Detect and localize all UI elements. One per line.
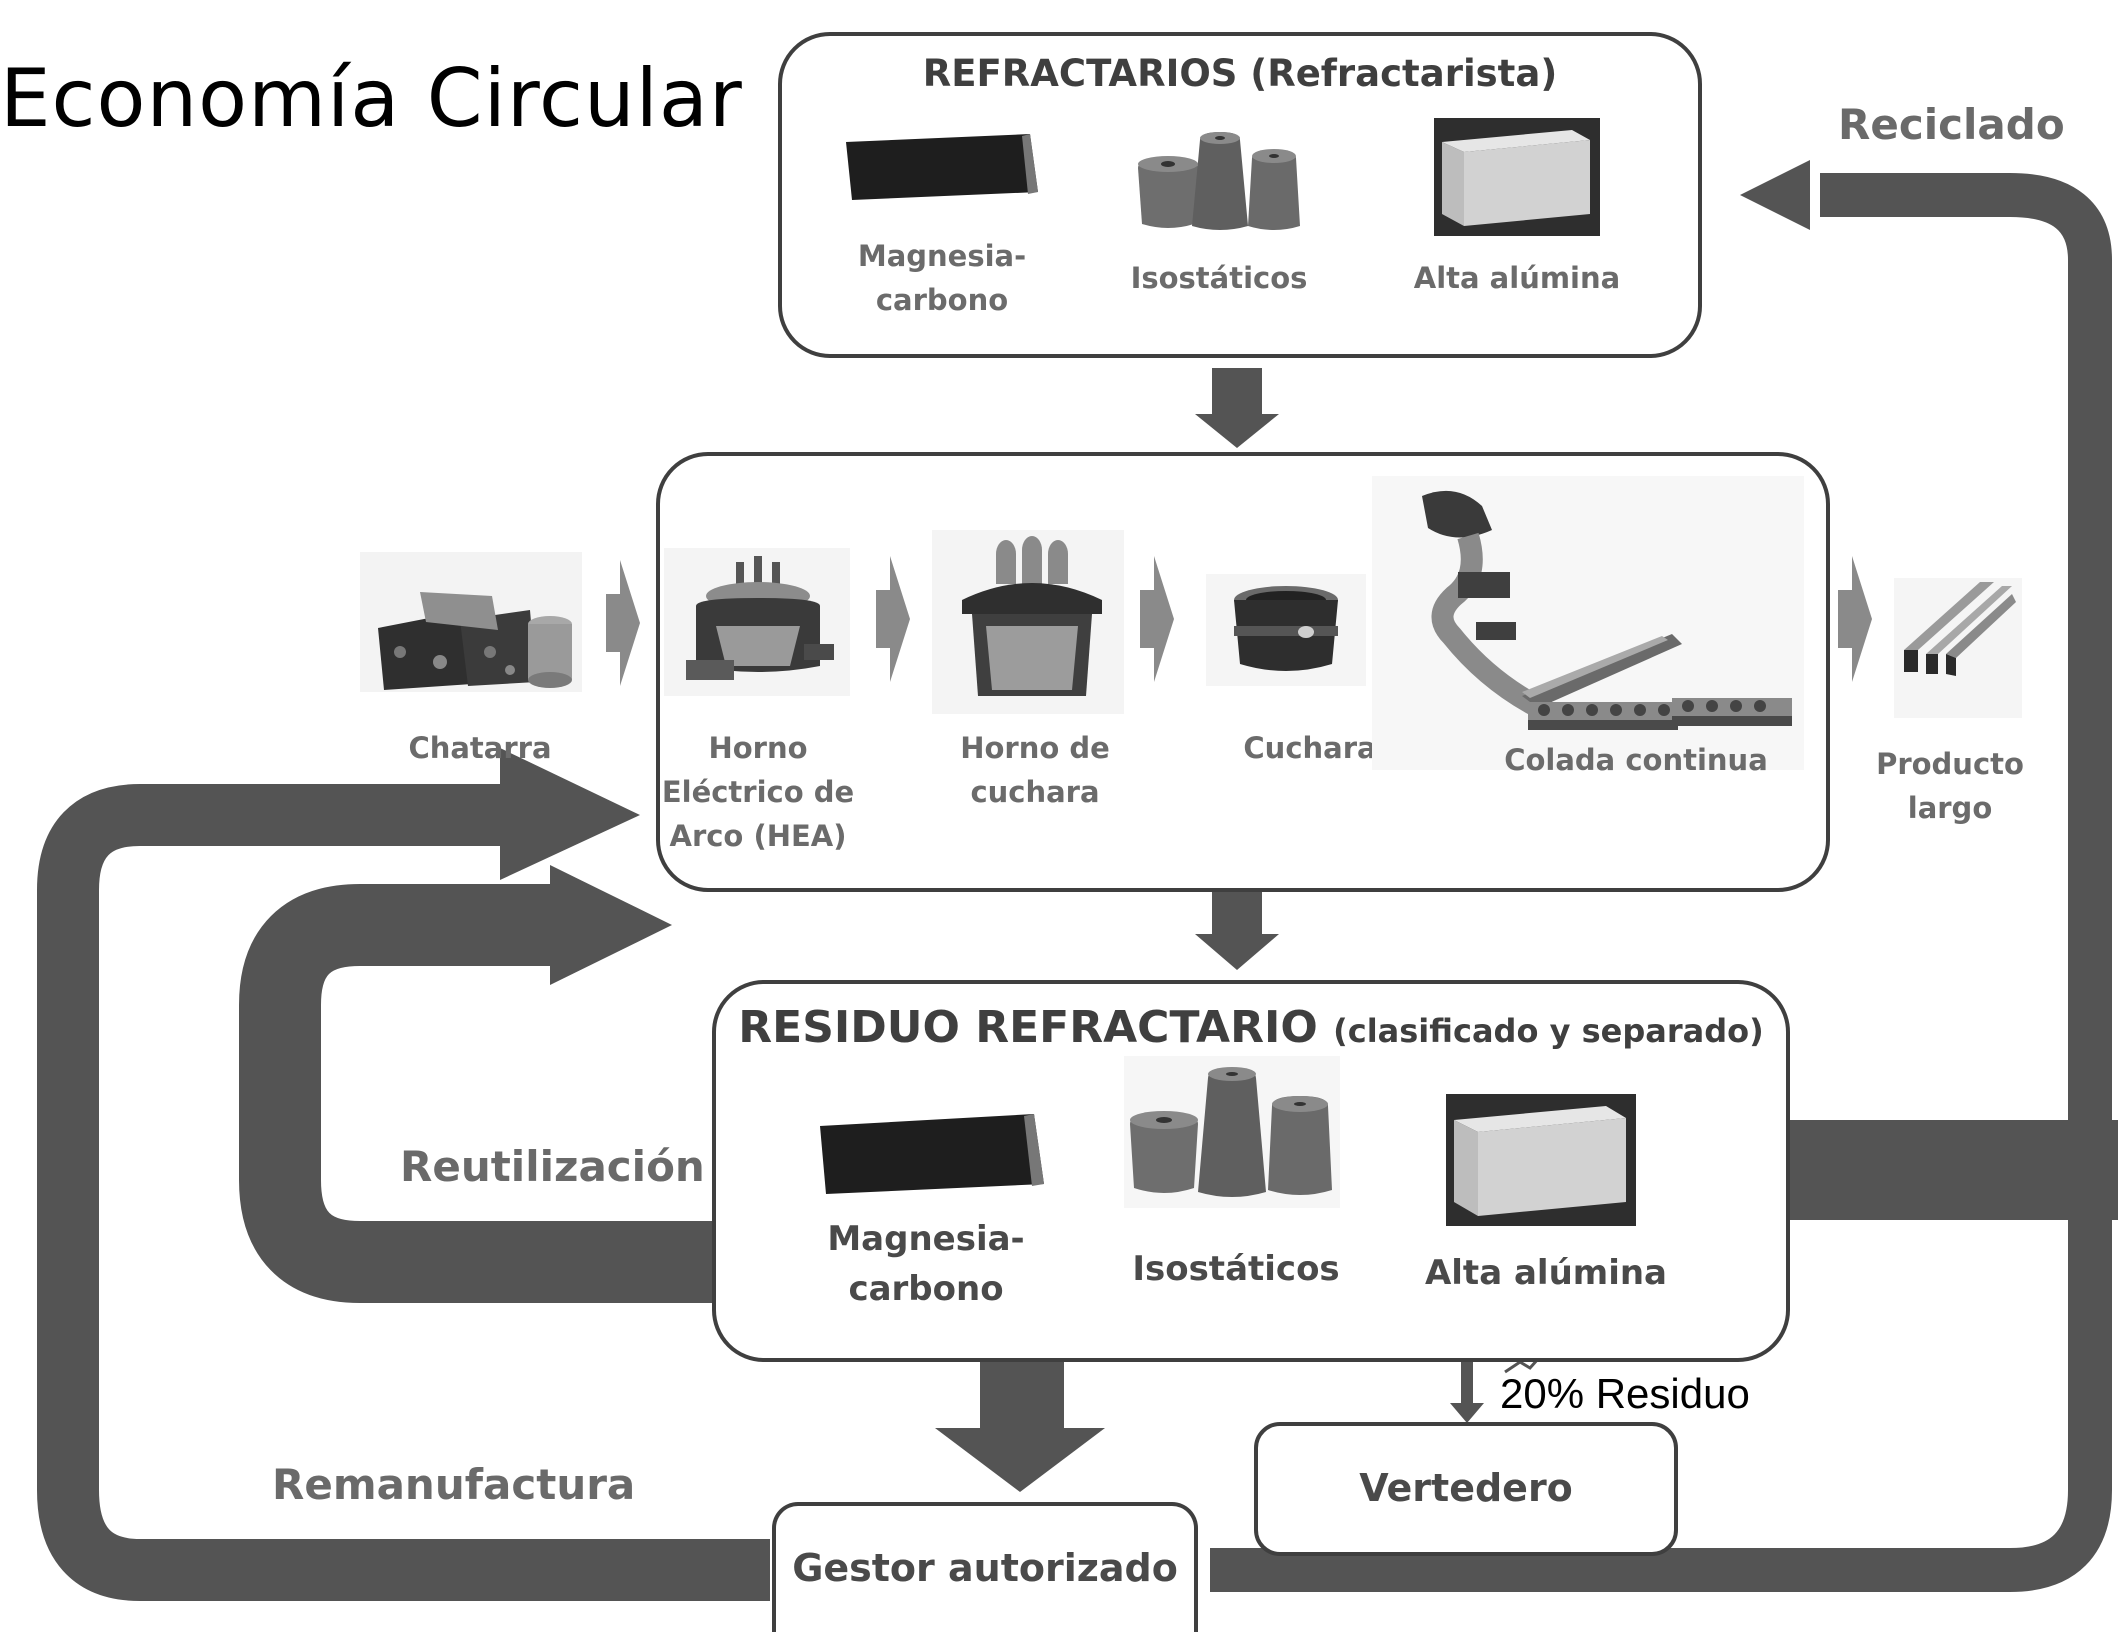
remanufactura-flow-band: [37, 784, 770, 1601]
reciclado-arrowhead: [1740, 160, 1810, 230]
isostatic-parts-icon: [1134, 128, 1304, 236]
down-arrow-gestor-head: [935, 1428, 1105, 1492]
long-product-icon: [1894, 578, 2022, 718]
high-alumina-brick-icon: [1434, 118, 1600, 236]
vertedero-label: Vertedero: [1359, 1466, 1573, 1510]
ladle-furnace-icon: [932, 530, 1124, 714]
chatarra-label: Chatarra: [408, 731, 552, 765]
ladle-furnace-label: Horno de cuchara: [960, 731, 1110, 809]
down-arrow-2-head: [1195, 934, 1279, 970]
process-arrow-1: [606, 560, 640, 690]
waste-to-recycle-band: [1780, 1120, 2118, 1220]
down-arrow-2-shaft: [1212, 892, 1262, 940]
reciclado-flow-band: [1210, 173, 2112, 1592]
isostatic-parts-icon: [1124, 1056, 1340, 1208]
vertedero-box: Vertedero: [1254, 1422, 1678, 1556]
colada-label: Colada continua: [1504, 743, 1768, 777]
page-title: Economía Circular: [0, 52, 743, 145]
cuchara-label: Cuchara: [1243, 731, 1377, 765]
process-arrow-2: [876, 556, 910, 686]
reutilizacion-arrowhead: [550, 865, 672, 985]
reutilizacion-label: Reutilización: [400, 1142, 705, 1191]
waste-item-2-label: Isostáticos: [1132, 1249, 1340, 1289]
waste-item-1-label: Magnesia- carbono: [827, 1219, 1025, 1309]
residue-percentage-label: 20% Residuo: [1500, 1370, 1750, 1417]
process-arrow-3: [1140, 556, 1174, 686]
residuo-box: RESIDUO REFRACTARIO (clasificado y separ…: [712, 980, 1790, 1362]
refractarios-title: REFRACTARIOS (Refractarista): [922, 52, 1558, 95]
magnesia-carbon-brick-icon: [820, 1114, 1044, 1194]
reutilizacion-flow-band: [239, 884, 720, 1303]
hea-label: Horno Eléctrico de Arco (HEA): [661, 731, 855, 853]
down-arrow-gestor-shaft: [980, 1360, 1064, 1430]
electric-arc-furnace-icon: [664, 548, 850, 696]
down-arrow-1-shaft: [1212, 368, 1262, 418]
magnesia-carbon-brick-icon: [846, 134, 1038, 200]
top-item-1-label: Magnesia- carbono: [857, 239, 1027, 317]
down-arrow-1-head: [1195, 414, 1279, 448]
down-arrow-vertedero-head: [1450, 1403, 1484, 1423]
reciclado-label: Reciclado: [1838, 100, 2065, 149]
remanufactura-arrowhead: [500, 748, 640, 880]
residuo-title: RESIDUO REFRACTARIO (clasificado y separ…: [716, 1002, 1786, 1053]
gestor-box: Gestor autorizado: [772, 1502, 1198, 1632]
ladle-icon: [1206, 574, 1366, 686]
residuo-title-sub: (clasificado y separado): [1333, 1012, 1764, 1050]
top-item-2-label: Isostáticos: [1130, 261, 1308, 295]
continuous-casting-icon: [1372, 476, 1804, 770]
process-arrow-5: [1838, 556, 1872, 686]
remanufactura-label: Remanufactura: [272, 1460, 636, 1509]
scrap-icon: [360, 552, 582, 692]
gestor-label: Gestor autorizado: [792, 1546, 1178, 1590]
down-arrow-vertedero-shaft: [1461, 1355, 1473, 1407]
residuo-title-main: RESIDUO REFRACTARIO: [738, 1002, 1318, 1053]
refractarios-box: REFRACTARIOS (Refractarista) Magnesia- c…: [778, 32, 1702, 358]
top-item-3-label: Alta alúmina: [1413, 261, 1621, 295]
producto-largo-label: Producto largo: [1876, 747, 2024, 825]
high-alumina-brick-icon: [1446, 1094, 1636, 1226]
waste-item-3-label: Alta alúmina: [1424, 1253, 1668, 1293]
